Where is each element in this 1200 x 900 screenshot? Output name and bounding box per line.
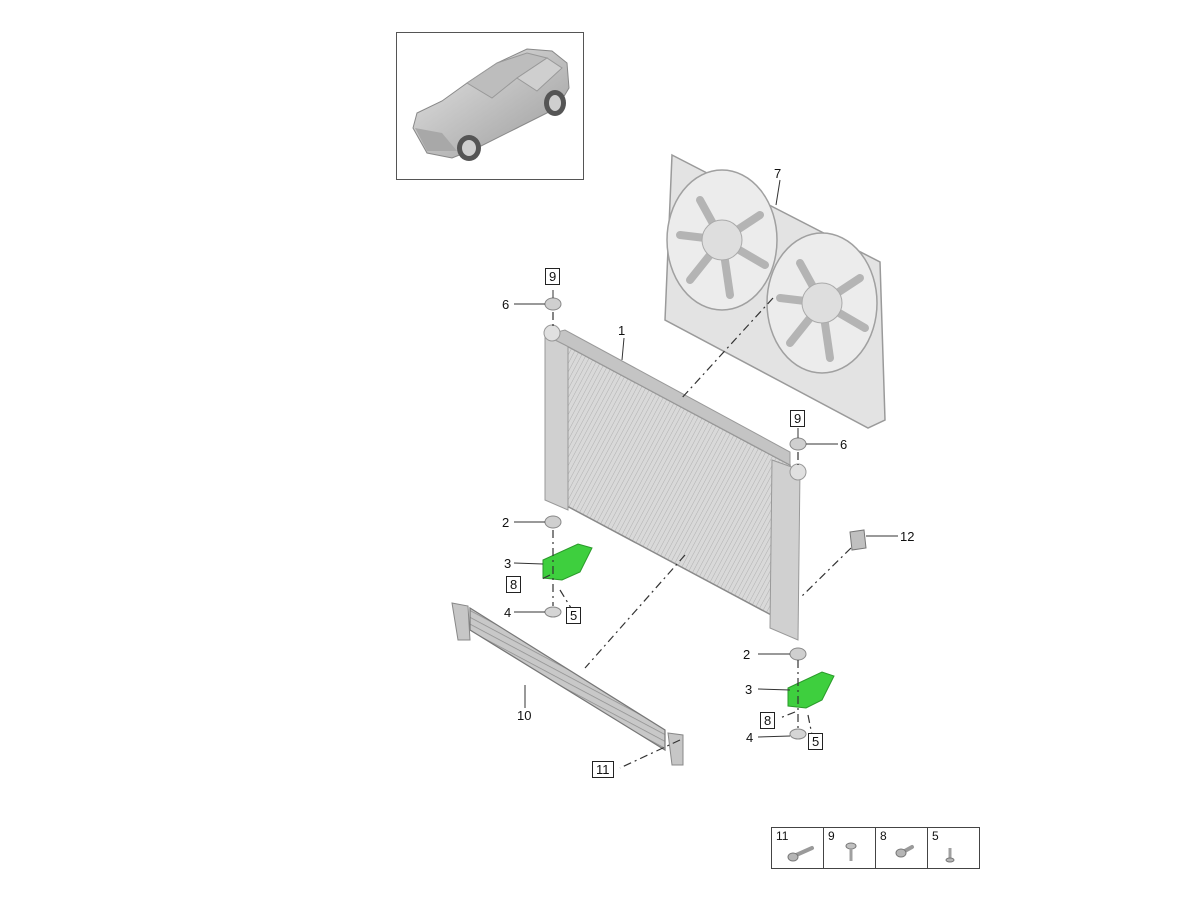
fastener-legend: 11 9 8 5	[771, 827, 980, 869]
bracket-left-highlight	[542, 543, 593, 581]
callout-9-screw-right[interactable]: 9	[790, 410, 806, 427]
legend-item-8[interactable]: 8	[876, 828, 928, 868]
auxiliary-cooler-part	[451, 602, 684, 766]
radiator-part	[543, 324, 807, 641]
cap-part	[849, 529, 867, 551]
long-bolt-icon	[787, 846, 814, 862]
short-bolt-icon	[895, 845, 914, 858]
callout-5-screw-right[interactable]: 5	[808, 733, 824, 750]
callout-2-mount-left[interactable]: 2	[502, 515, 510, 530]
callout-3-bracket-right[interactable]: 3	[745, 682, 753, 697]
callout-8-bolt-right[interactable]: 8	[760, 712, 776, 729]
callout-6-mount-left[interactable]: 6	[502, 297, 510, 312]
callout-1-radiator[interactable]: 1	[618, 323, 626, 338]
callout-10-auxiliary-cooler[interactable]: 10	[517, 708, 532, 723]
callout-7-fan-shroud[interactable]: 7	[774, 166, 782, 181]
callout-6-mount-right[interactable]: 6	[840, 437, 848, 452]
pin-screw-icon	[945, 848, 955, 863]
callout-11-bolt[interactable]: 11	[592, 761, 614, 778]
leader-lines	[513, 179, 898, 738]
legend-label: 8	[880, 829, 887, 843]
suv-vehicle-icon	[412, 48, 570, 161]
callout-4-buffer-right[interactable]: 4	[746, 730, 754, 745]
callout-2-mount-right[interactable]: 2	[743, 647, 751, 662]
vehicle-thumbnail-frame	[396, 32, 584, 180]
callout-4-buffer-left[interactable]: 4	[504, 605, 512, 620]
legend-label: 11	[776, 829, 789, 843]
legend-label: 9	[828, 829, 835, 843]
legend-item-9[interactable]: 9	[824, 828, 876, 868]
bracket-right-highlight	[787, 671, 835, 709]
fan-shroud-part	[664, 153, 886, 429]
callout-3-bracket-left[interactable]: 3	[504, 556, 512, 571]
callout-5-screw-left[interactable]: 5	[566, 607, 582, 624]
dash-lines	[539, 297, 852, 769]
legend-label: 5	[932, 829, 939, 843]
legend-item-5[interactable]: 5	[928, 828, 979, 868]
callout-8-bolt-left[interactable]: 8	[506, 576, 522, 593]
legend-item-11[interactable]: 11	[772, 828, 824, 868]
screw-icon	[845, 842, 857, 861]
small-parts	[542, 297, 867, 740]
callout-12-cap[interactable]: 12	[900, 529, 915, 544]
callout-9-screw-left[interactable]: 9	[545, 268, 561, 285]
